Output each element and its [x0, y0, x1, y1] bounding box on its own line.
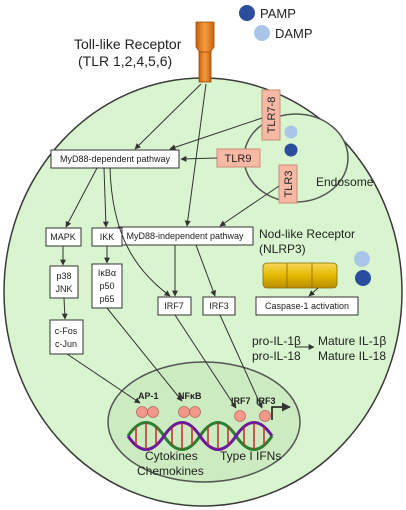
mapk-box: MAPK — [45, 227, 82, 247]
nlr-subtitle: (NLRP3) — [259, 242, 306, 256]
ikk-box: IKK — [91, 227, 123, 247]
damp-legend-icon — [254, 25, 270, 41]
endosome-label: Endosome — [316, 175, 374, 189]
tlr-surface-title: Toll-like Receptor — [74, 36, 182, 52]
svg-text:p38: p38 — [56, 271, 71, 281]
svg-text:TLR7-8: TLR7-8 — [266, 97, 278, 134]
tlr9-box: TLR9 — [216, 148, 261, 168]
chemokines-label: Chemokines — [137, 464, 204, 478]
pamp-nlr-icon — [355, 270, 371, 286]
damp-nlr-icon — [354, 251, 370, 267]
p38-jnk-box: p38 JNK — [49, 265, 79, 299]
ap1-label: AP-1 — [138, 391, 159, 401]
damp-molecule-icon — [284, 125, 298, 139]
irf7-nuclear-label: IRF7 — [231, 396, 251, 406]
caspase-box: Caspase-1 activation — [255, 296, 359, 316]
tlr3-box: TLR3 — [278, 164, 298, 204]
irf3-box: IRF3 — [202, 296, 236, 316]
svg-text:c-Jun: c-Jun — [55, 339, 77, 349]
svg-text:IRF3: IRF3 — [209, 301, 229, 311]
svg-text:TLR3: TLR3 — [283, 171, 295, 198]
nucleus — [107, 361, 301, 483]
irf3-nuclear-label: IRF3 — [256, 396, 276, 406]
type1-ifn-label: Type I IFNs — [220, 449, 281, 463]
mature-il1b-label: Mature IL-1β — [318, 334, 386, 348]
irf7-box: IRF7 — [157, 296, 192, 316]
cfos-cjun-box: c-Fos c-Jun — [49, 319, 84, 355]
mature-il18-label: Mature IL-18 — [318, 349, 386, 363]
ikba-p50-p65-box: IκBα p50 p65 — [91, 263, 123, 309]
pathway-arrows — [60, 83, 319, 409]
transcription-start-arrow — [271, 402, 291, 420]
tlr-surface-receptor-icon — [195, 21, 215, 83]
damp-legend-label: DAMP — [275, 26, 313, 41]
nfkb-dimer-icon — [178, 406, 201, 418]
pamp-molecule-icon — [284, 143, 298, 157]
myd88-dependent-box: MyD88-dependent pathway — [50, 149, 180, 169]
svg-text:JNK: JNK — [55, 284, 72, 294]
irf7-dimer-icon — [234, 410, 246, 422]
tlr78-box: TLR7-8 — [261, 89, 281, 141]
nlrp3-receptor-icon — [262, 262, 338, 289]
svg-text:IRF7: IRF7 — [164, 301, 184, 311]
nlr-title: Nod-like Receptor — [259, 227, 355, 241]
pro-il1b-label: pro-IL-1β — [252, 334, 301, 348]
svg-text:MyD88-dependent pathway: MyD88-dependent pathway — [60, 154, 171, 164]
cytokines-label: Cytokines — [145, 449, 198, 463]
svg-text:p50: p50 — [99, 281, 114, 291]
svg-text:TLR9: TLR9 — [225, 153, 252, 165]
svg-text:Caspase-1 activation: Caspase-1 activation — [265, 301, 349, 311]
svg-text:p65: p65 — [99, 294, 114, 304]
pro-il18-label: pro-IL-18 — [252, 349, 301, 363]
svg-text:IKK: IKK — [100, 232, 115, 242]
svg-text:MyD88-independent pathway: MyD88-independent pathway — [126, 231, 244, 241]
svg-text:IκBα: IκBα — [98, 268, 116, 278]
pamp-legend-icon — [239, 5, 255, 21]
svg-text:c-Fos: c-Fos — [55, 326, 78, 336]
ap1-dimer-icon — [136, 406, 159, 418]
myd88-independent-box: MyD88-independent pathway — [117, 226, 254, 246]
tlr-surface-subtitle: (TLR 1,2,4,5,6) — [78, 53, 172, 69]
svg-text:MAPK: MAPK — [50, 232, 76, 242]
pamp-legend-label: PAMP — [260, 6, 296, 21]
dna-helix-icon — [126, 421, 274, 451]
nfkb-label: NFκB — [178, 391, 202, 401]
irf3-dimer-icon — [259, 410, 271, 422]
